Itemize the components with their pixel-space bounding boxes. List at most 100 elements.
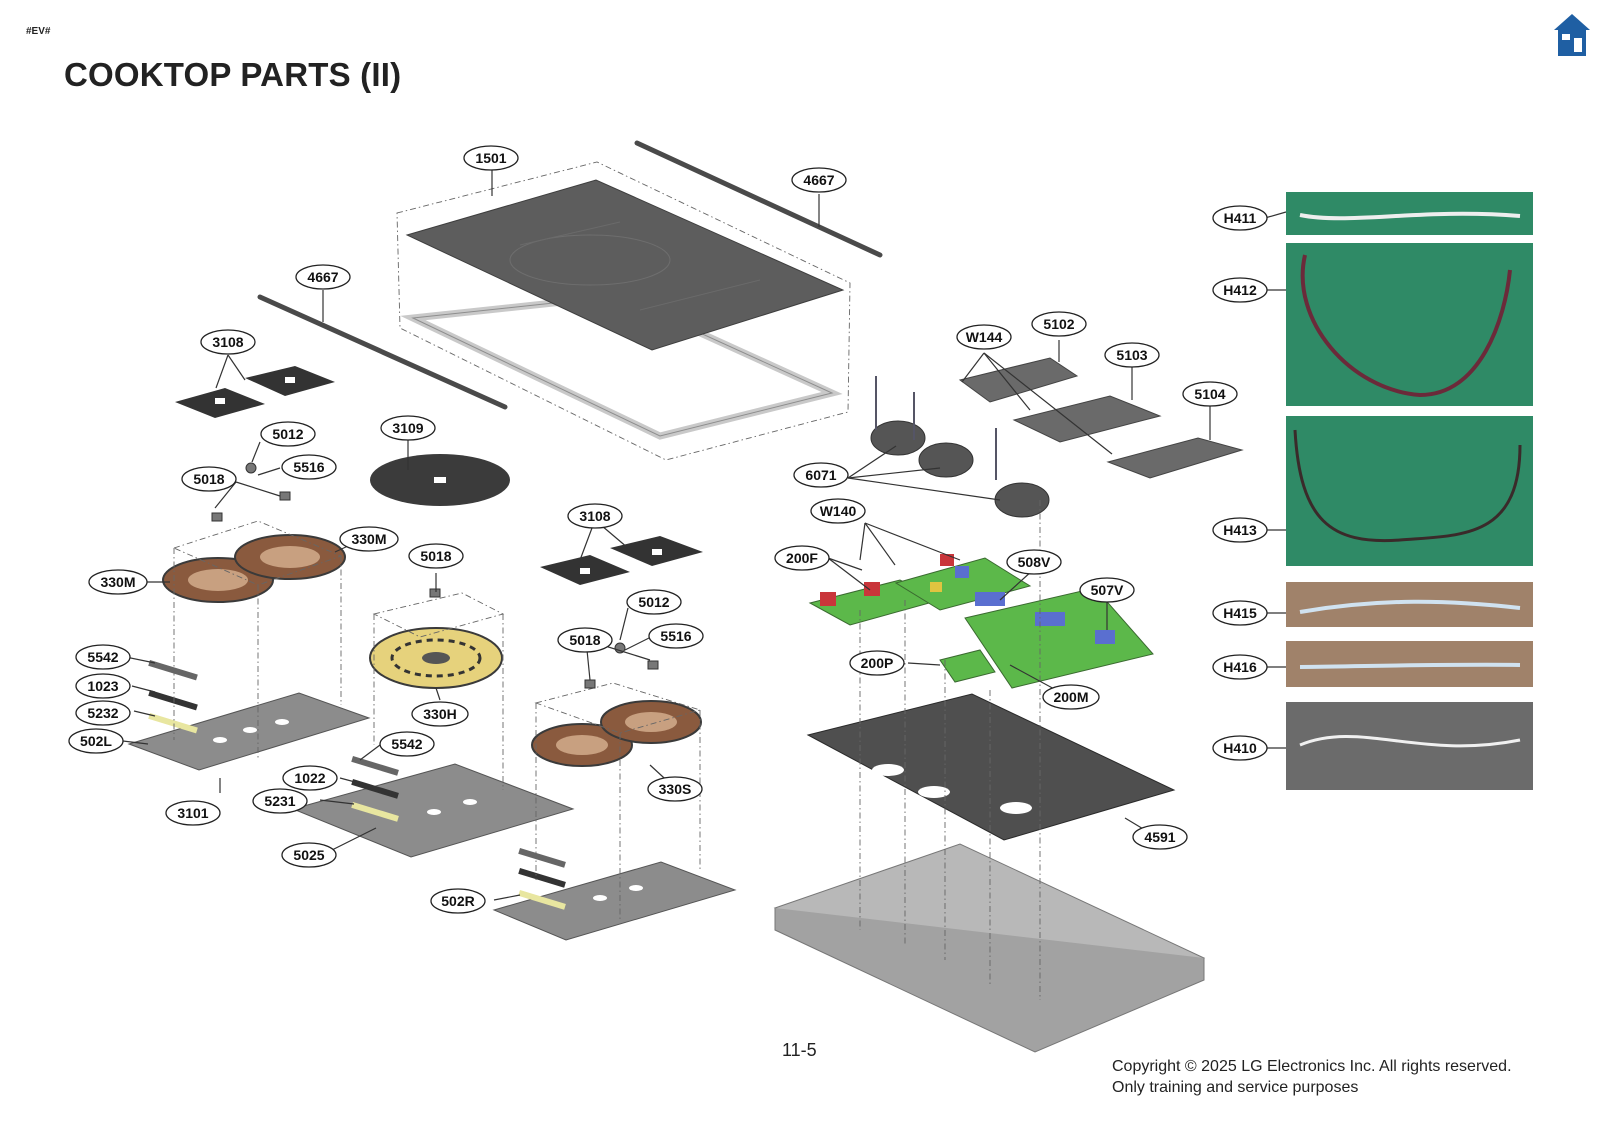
svg-text:200P: 200P <box>861 655 894 671</box>
callout-3101[interactable]: 3101 <box>165 800 221 826</box>
callout-h410[interactable]: H410 <box>1212 735 1268 761</box>
callout-h411[interactable]: H411 <box>1212 205 1268 231</box>
callout-5104[interactable]: 5104 <box>1182 381 1238 407</box>
svg-text:5102: 5102 <box>1043 316 1074 332</box>
callout-3108-left[interactable]: 3108 <box>200 329 256 355</box>
temp-sensors <box>211 462 659 689</box>
svg-text:H413: H413 <box>1223 522 1257 538</box>
home-icon[interactable] <box>1552 10 1592 58</box>
callout-1023[interactable]: 1023 <box>75 673 131 699</box>
callout-5025[interactable]: 5025 <box>281 842 337 868</box>
svg-text:5018: 5018 <box>569 632 600 648</box>
callout-502r[interactable]: 502R <box>430 888 486 914</box>
callout-330s[interactable]: 330S <box>647 776 703 802</box>
svg-text:200M: 200M <box>1053 689 1088 705</box>
callout-1501[interactable]: 1501 <box>463 145 519 171</box>
document-tag: #EV# <box>26 26 51 37</box>
harness-photo-h411 <box>1286 192 1533 235</box>
callout-1022[interactable]: 1022 <box>282 765 338 791</box>
callout-4591[interactable]: 4591 <box>1132 824 1188 850</box>
svg-text:H412: H412 <box>1223 282 1257 298</box>
fan-duct-5103 <box>1012 395 1162 443</box>
svg-text:W144: W144 <box>966 329 1003 345</box>
callout-330m-right[interactable]: 330M <box>339 526 399 552</box>
svg-text:H410: H410 <box>1223 740 1257 756</box>
callout-6071[interactable]: 6071 <box>793 462 849 488</box>
callout-200f[interactable]: 200F <box>774 545 830 571</box>
callout-5018-right[interactable]: 5018 <box>557 627 613 653</box>
callout-5103[interactable]: 5103 <box>1104 342 1160 368</box>
pcb-tray-4591 <box>806 693 1176 841</box>
svg-text:508V: 508V <box>1018 554 1051 570</box>
svg-text:507V: 507V <box>1091 582 1124 598</box>
callout-330m-left[interactable]: 330M <box>88 569 148 595</box>
callout-507v[interactable]: 507V <box>1079 577 1135 603</box>
harness-photo-h413 <box>1286 416 1533 566</box>
page-title: COOKTOP PARTS (II) <box>64 56 402 93</box>
callout-h415[interactable]: H415 <box>1212 600 1268 626</box>
callout-w140[interactable]: W140 <box>810 498 866 524</box>
svg-text:W140: W140 <box>820 503 857 519</box>
callout-3109[interactable]: 3109 <box>380 415 436 441</box>
callout-h416[interactable]: H416 <box>1212 654 1268 680</box>
svg-text:5018: 5018 <box>193 471 224 487</box>
svg-text:330M: 330M <box>351 531 386 547</box>
svg-text:3108: 3108 <box>212 334 243 350</box>
pcb-components <box>820 554 1115 644</box>
svg-text:330M: 330M <box>100 574 135 590</box>
callout-502l[interactable]: 502L <box>68 728 124 754</box>
svg-text:5025: 5025 <box>293 847 324 863</box>
callout-5018-center[interactable]: 5018 <box>408 543 464 569</box>
callout-5232[interactable]: 5232 <box>75 700 131 726</box>
svg-text:5232: 5232 <box>87 705 118 721</box>
pcb-power-200p <box>939 649 996 683</box>
callout-w144[interactable]: W144 <box>956 324 1012 350</box>
svg-text:1501: 1501 <box>475 150 506 166</box>
callout-5102[interactable]: 5102 <box>1031 311 1087 337</box>
svg-text:3108: 3108 <box>579 508 610 524</box>
callout-5542-center[interactable]: 5542 <box>379 731 435 757</box>
callout-5516-right[interactable]: 5516 <box>648 623 704 649</box>
callout-5012-right[interactable]: 5012 <box>626 589 682 615</box>
callout-3108-right[interactable]: 3108 <box>567 503 623 529</box>
svg-text:4667: 4667 <box>803 172 834 188</box>
svg-text:330H: 330H <box>423 706 456 722</box>
callout-508v[interactable]: 508V <box>1006 549 1062 575</box>
svg-text:330S: 330S <box>659 781 692 797</box>
callout-4667-top[interactable]: 4667 <box>791 167 847 193</box>
svg-text:5012: 5012 <box>272 426 303 442</box>
svg-text:1022: 1022 <box>294 770 325 786</box>
svg-text:5542: 5542 <box>391 736 422 752</box>
svg-text:4591: 4591 <box>1144 829 1175 845</box>
callout-5516-left[interactable]: 5516 <box>281 454 337 480</box>
glass-top-assembly <box>396 161 851 461</box>
harness-photo-h416 <box>1286 641 1533 687</box>
copyright-line-2: Only training and service purposes <box>1112 1079 1359 1096</box>
svg-text:5104: 5104 <box>1194 386 1225 402</box>
callout-5542-left[interactable]: 5542 <box>75 644 131 670</box>
svg-text:5516: 5516 <box>293 459 324 475</box>
callout-h413[interactable]: H413 <box>1212 517 1268 543</box>
svg-text:1023: 1023 <box>87 678 118 694</box>
callout-5012-left[interactable]: 5012 <box>260 421 316 447</box>
callout-200m[interactable]: 200M <box>1042 684 1100 710</box>
callout-4667-left[interactable]: 4667 <box>295 264 351 290</box>
trim-strip-top <box>634 140 883 258</box>
callout-5018-left[interactable]: 5018 <box>181 466 237 492</box>
fan-duct-5104 <box>1106 437 1244 479</box>
harness-photo-h415 <box>1286 582 1533 627</box>
svg-text:502L: 502L <box>80 733 112 749</box>
svg-text:5012: 5012 <box>638 594 669 610</box>
svg-text:6071: 6071 <box>805 467 836 483</box>
copyright-notice: Copyright © 2025 LG Electronics Inc. All… <box>1112 1056 1512 1098</box>
callout-5231[interactable]: 5231 <box>252 788 308 814</box>
callout-200p[interactable]: 200P <box>849 650 905 676</box>
svg-text:5231: 5231 <box>264 793 295 809</box>
callout-330h[interactable]: 330H <box>411 701 469 727</box>
cooling-fans-6071 <box>870 420 1050 518</box>
svg-text:5542: 5542 <box>87 649 118 665</box>
coil-assembly-right-330s <box>531 700 702 767</box>
callout-h412[interactable]: H412 <box>1212 277 1268 303</box>
svg-text:5018: 5018 <box>420 548 451 564</box>
